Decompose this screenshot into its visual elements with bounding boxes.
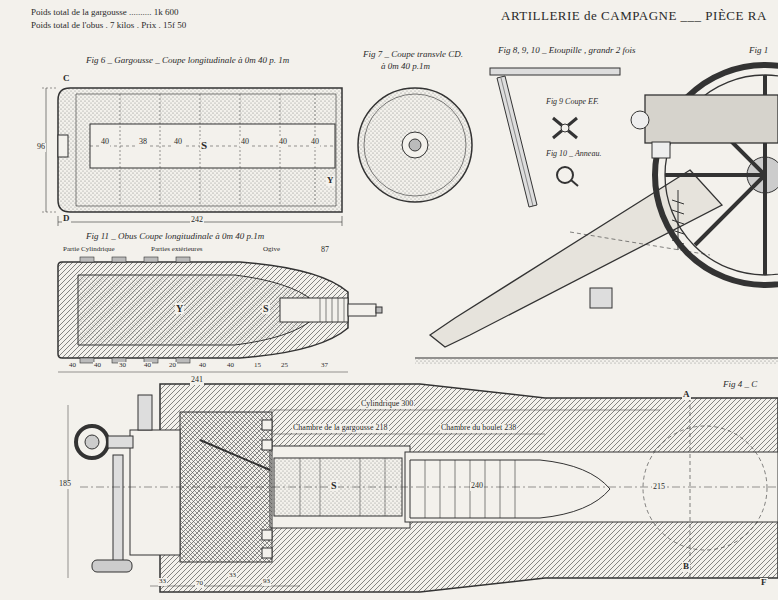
figure-caption: à 0m 40 p.1m xyxy=(380,62,431,72)
dimension-label: 40 xyxy=(240,138,250,147)
cartridge-section xyxy=(42,88,342,226)
dimension-label: 33 xyxy=(158,578,167,586)
note-text: Cylindrique 300 xyxy=(360,400,414,409)
note-text: Chambre de la gargousse 218 xyxy=(292,424,389,433)
dimension-label: 40 xyxy=(100,138,110,147)
dimension-label: 242 xyxy=(190,216,204,225)
sheet-title: ARTILLERIE de CAMPAGNE ___ PIÈCE RA xyxy=(500,8,768,24)
reference-letter: S xyxy=(200,139,208,151)
reference-letter: D xyxy=(62,214,71,224)
reference-letter: A xyxy=(682,390,691,400)
note-text: Poids total de la gargousse .......... 1… xyxy=(30,8,180,18)
dimension-label: 40 xyxy=(143,362,152,370)
reference-letter: F xyxy=(760,578,768,588)
dimension-label: 20 xyxy=(168,362,177,370)
dimension-label: 25 xyxy=(280,362,289,370)
dimension-label: 38 xyxy=(138,138,148,147)
dimension-label: 241 xyxy=(190,376,204,385)
reference-letter: C xyxy=(62,74,71,84)
figure-caption: Fig 4 _ C xyxy=(722,380,758,390)
dimension-label: 215 xyxy=(652,483,666,492)
figure-caption: Fig 10 _ Anneau. xyxy=(545,150,602,159)
dimension-label: 96 xyxy=(36,143,46,152)
field-gun xyxy=(415,65,778,364)
reference-letter: S xyxy=(262,303,270,314)
note-text: Parties extérieures xyxy=(150,246,204,254)
figure-caption: Fig 6 _ Gargousse _ Coupe longitudinale … xyxy=(85,56,290,66)
dimension-label: 40 xyxy=(226,362,235,370)
note-text: Chambre du boulet 238 xyxy=(440,424,517,433)
dimension-label: 40 xyxy=(93,362,102,370)
reference-letter: B xyxy=(682,562,690,572)
shell-section xyxy=(58,257,382,372)
dimension-label: 15 xyxy=(253,362,262,370)
dimension-label: 40 xyxy=(68,362,77,370)
dimension-label: 40 xyxy=(198,362,207,370)
reference-letter: Y xyxy=(326,176,335,186)
figure-caption: Fig 1 xyxy=(748,46,769,56)
dimension-label: 185 xyxy=(58,480,72,489)
dimension-label: 33 xyxy=(228,572,237,580)
dimension-label: 40 xyxy=(310,138,320,147)
dimension-label: 40 xyxy=(278,138,288,147)
barrel-section xyxy=(68,384,778,592)
note-text: Poids total de l'obus . 7 kilos . Prix .… xyxy=(30,21,187,31)
dimension-label: 93 xyxy=(262,578,271,586)
figure-caption: Fig 9 Coupe EF. xyxy=(545,98,600,107)
friction-primer xyxy=(490,68,620,207)
figure-caption: Fig 7 _ Coupe transvle CD. xyxy=(362,50,464,60)
dimension-label: 87 xyxy=(320,246,330,255)
reference-letter: Y xyxy=(175,303,184,314)
dimension-label: 40 xyxy=(173,138,183,147)
figure-caption: Fig 8, 9, 10 _ Etoupille , grandr 2 fois xyxy=(497,46,637,56)
dimension-label: 30 xyxy=(118,362,127,370)
note-text: Ogive xyxy=(262,246,281,254)
dimension-label: 37 xyxy=(320,362,329,370)
note-text: Partie Cylindrique xyxy=(62,246,116,254)
dimension-label: 70 xyxy=(195,580,204,588)
reference-letter: S xyxy=(330,480,338,491)
dimension-label: 240 xyxy=(470,482,484,491)
cross-section-disc xyxy=(358,88,472,202)
figure-caption: Fig 11 _ Obus Coupe longitudinale à 0m 4… xyxy=(85,232,265,242)
